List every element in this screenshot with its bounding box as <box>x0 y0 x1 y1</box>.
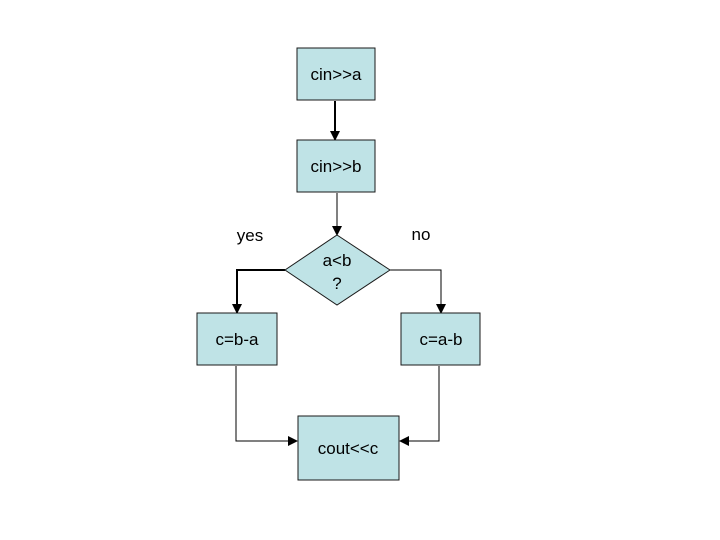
node-decision: a<b ? <box>284 234 391 306</box>
node-read-a: cin>>a <box>296 47 376 101</box>
node-yes-action: c=b-a <box>196 312 278 366</box>
node-output: cout<<c <box>297 415 400 481</box>
node-output-label: cout<<c <box>318 439 379 458</box>
connector-decision-to-no <box>390 269 446 314</box>
node-read-b-label: cin>>b <box>310 157 361 176</box>
node-decision-label-line2: ? <box>332 274 341 293</box>
node-no-action-label: c=a-b <box>420 330 463 349</box>
connector-no-to-output <box>399 366 440 446</box>
branch-label-yes: yes <box>237 226 263 245</box>
connector-yes-to-output <box>235 366 298 446</box>
node-read-a-label: cin>>a <box>310 65 362 84</box>
node-yes-action-label: c=b-a <box>216 330 260 349</box>
connector-decision-to-yes <box>232 269 285 314</box>
node-no-action: c=a-b <box>400 312 481 366</box>
branch-label-no: no <box>412 225 431 244</box>
node-read-b: cin>>b <box>296 139 376 193</box>
node-decision-label-line1: a<b <box>323 251 352 270</box>
